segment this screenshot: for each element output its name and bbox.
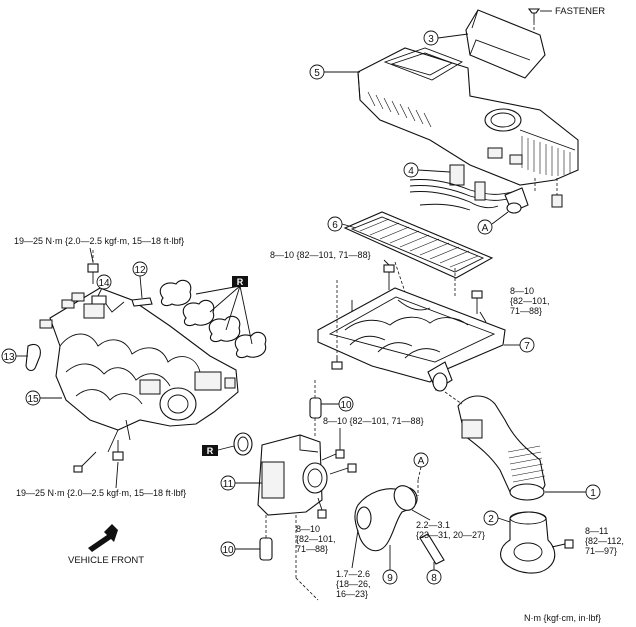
torque-duct-clamp-2: {23—31, 20—27} [416, 530, 485, 540]
units-label: N·m {kgf·cm, in·lbf} [524, 613, 601, 623]
throttle-bolts [317, 449, 357, 519]
callout-7: 7 [524, 341, 530, 352]
part-13-hose [25, 343, 41, 372]
callout-2: 2 [488, 514, 494, 525]
part-5-air-cleaner-upper [357, 47, 579, 186]
callout-8: 8 [431, 573, 437, 584]
callout-10-lower: 10 [222, 545, 234, 556]
callout-4: 4 [408, 166, 414, 177]
manifold-bolt-top [87, 250, 99, 284]
torque-pipe-bolt-2: {82—112, [585, 536, 624, 546]
callout-3: 3 [428, 34, 434, 45]
vehicle-front-label: VEHICLE FRONT [68, 555, 144, 566]
part-11-throttle-body [257, 434, 328, 516]
vehicle-front-arrow [88, 524, 118, 552]
part-6-air-filter [343, 211, 494, 279]
replace-mark-gaskets: R [237, 277, 244, 287]
part-7-air-cleaner-lower [317, 287, 506, 392]
torque-duct-clamp-1: 2.2—3.1 [416, 520, 450, 530]
ref-a-lower: A [418, 456, 425, 467]
torque-throttle-bottom-1: 8—10 [296, 524, 320, 534]
callout-5: 5 [314, 68, 320, 79]
throttle-gasket [233, 432, 253, 456]
replace-mark-throttle: R [207, 446, 214, 456]
torque-hose-clamp-1: 1.7—2.6 [336, 569, 370, 579]
callout-15: 15 [27, 394, 39, 405]
torque-pipe-bolt-3: 71—97} [585, 546, 617, 556]
callout-14: 14 [98, 278, 110, 289]
torque-throttle-top: 8—10 {82—101, 71—88} [323, 416, 424, 426]
torque-case-right-3: 71—88} [510, 306, 542, 316]
case-bolt-right [471, 290, 483, 314]
case-bolt-bottom [331, 280, 343, 370]
callout-6: 6 [332, 220, 338, 231]
ref-a-upper: A [482, 223, 489, 234]
part-3-cover-lid [465, 9, 546, 79]
torque-pipe-bolt-1: 8—11 [585, 526, 608, 536]
part-10-hose-upper [309, 380, 322, 438]
callout-10-upper: 10 [340, 400, 352, 411]
part-2-intake-pipe [500, 511, 556, 574]
part-10-hose-lower [259, 515, 273, 561]
torque-case-right-1: 8—10 [510, 286, 534, 296]
part-14-hose [91, 295, 107, 305]
part-15-intake-manifold [39, 287, 239, 453]
callout-1: 1 [590, 488, 596, 499]
fastener-label: FASTENER [555, 6, 605, 17]
fastener-clip [527, 8, 552, 22]
torque-case-left: 8—10 {82—101, 71—88} [270, 250, 371, 260]
torque-throttle-bottom-3: 71—88} [296, 544, 328, 554]
pipe-bolt [551, 539, 574, 549]
manifold-bolt-bottom [112, 440, 124, 461]
callout-12: 12 [134, 265, 146, 276]
manifold-stud-bottom-left [73, 451, 97, 473]
torque-manifold-bottom: 19—25 N·m {2.0—2.5 kgf·m, 15—18 ft·lbf} [16, 488, 186, 498]
case-bolt-left-top [383, 264, 395, 290]
torque-case-right-2: {82—101, [510, 296, 550, 306]
torque-hose-clamp-2: {18—26, [336, 579, 371, 589]
part-9-air-hose [354, 485, 418, 552]
part-12-hose [131, 297, 153, 307]
callout-13: 13 [3, 352, 15, 363]
gasket-set [159, 279, 267, 359]
torque-manifold-top: 19—25 N·m {2.0—2.5 kgf·m, 15—18 ft·lbf} [14, 236, 184, 246]
torque-hose-clamp-3: 16—23} [336, 589, 368, 599]
part-8-hose [419, 533, 445, 565]
callout-11: 11 [223, 479, 234, 490]
callout-9: 9 [387, 573, 393, 584]
part-1-air-duct [457, 395, 546, 501]
torque-throttle-bottom-2: {82—101, [296, 534, 336, 544]
part-4-wiring-harness [409, 164, 563, 214]
